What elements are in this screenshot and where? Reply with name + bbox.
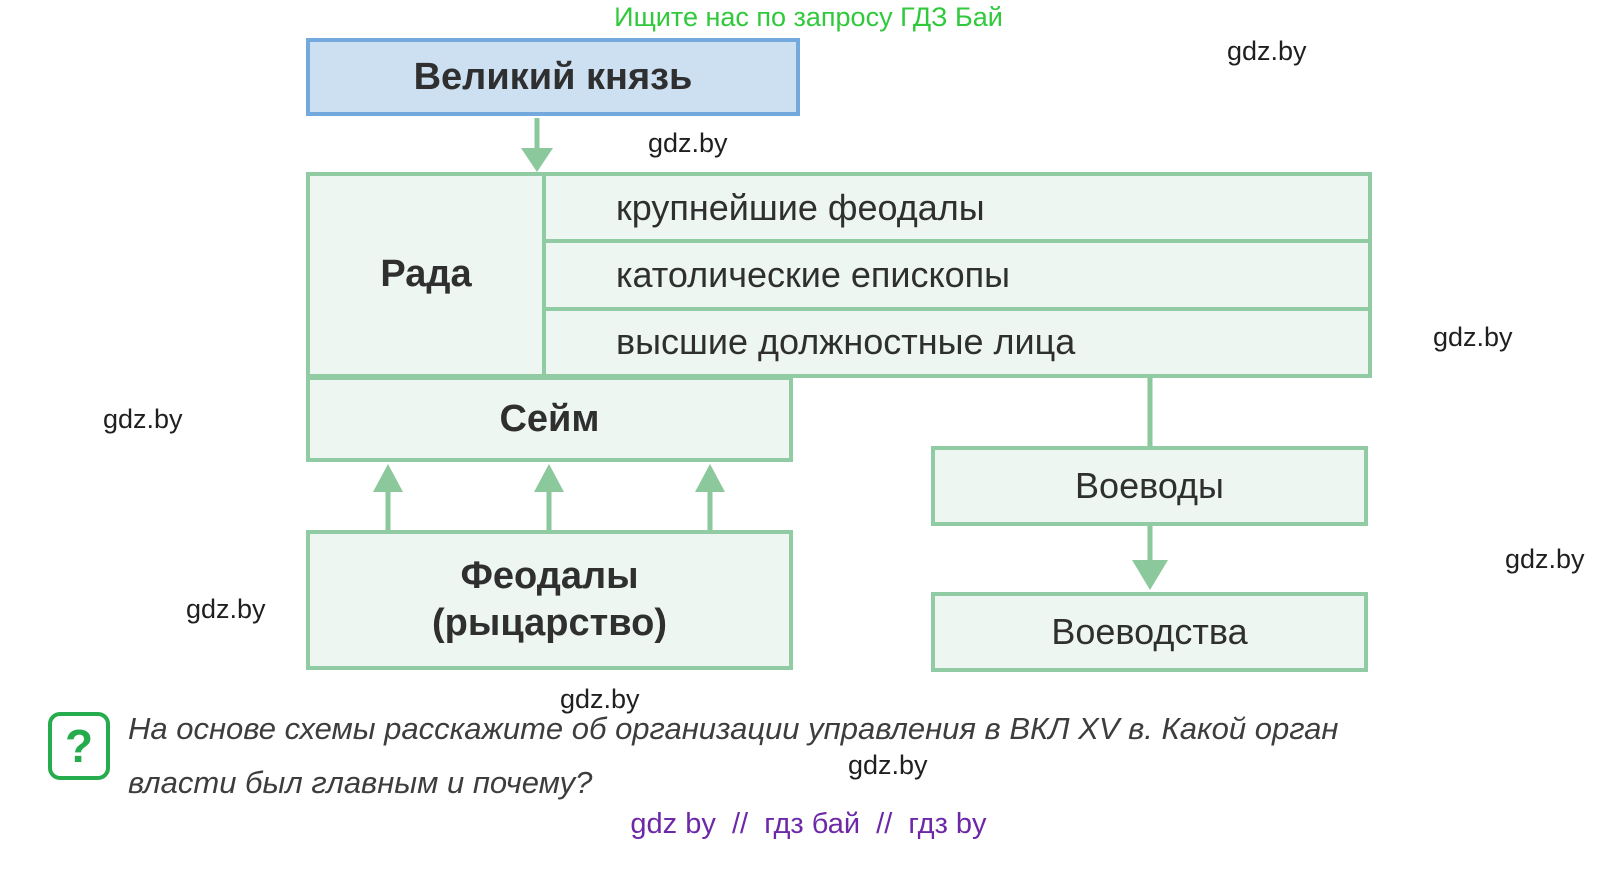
arrow-feudals-to-sejm-icon — [373, 464, 725, 530]
voivodes-box: Воеводы — [931, 446, 1368, 526]
question-text-line2: власти был главным и почему? — [128, 765, 593, 800]
voivodes-label: Воеводы — [1075, 465, 1224, 506]
voivodeships-box: Воеводства — [931, 592, 1368, 672]
watermark-right-of-table: gdz.by — [1433, 322, 1513, 352]
rada-member-row: католические епископы — [546, 243, 1368, 307]
voivodeships-label: Воеводства — [1051, 611, 1248, 652]
rada-member-row: крупнейшие феодалы — [546, 176, 1368, 240]
watermark-in-question: gdz.by — [848, 750, 928, 780]
rada-member-label: крупнейшие феодалы — [616, 186, 985, 228]
grand-duke-box: Великий князь — [306, 38, 800, 116]
watermark-below-feudals: gdz.by — [560, 684, 640, 714]
rada-member-label: высшие должностные лица — [616, 321, 1076, 363]
question-mark-glyph: ? — [64, 720, 94, 772]
feudals-label-line2: (рыцарство) — [432, 602, 667, 644]
rada-member-row: высшие должностные лица — [546, 310, 1368, 374]
question-mark-icon: ? — [48, 712, 110, 780]
arrow-grand-duke-to-rada-icon — [521, 118, 553, 172]
rada-table: Рада крупнейшие феодалы католические епи… — [306, 172, 1372, 378]
footer-watermark: gdz by // гдз бай // гдз by — [630, 808, 987, 840]
seo-banner-text: Ищите нас по запросу ГДЗ Бай — [614, 2, 1003, 32]
rada-label: Рада — [380, 253, 472, 296]
grand-duke-label: Великий князь — [413, 55, 693, 98]
sejm-label: Сейм — [499, 397, 600, 440]
rada-member-label: католические епископы — [616, 253, 1011, 295]
feudals-label: Феодалы (рыцарство) — [432, 553, 667, 648]
watermark-under-arrow: gdz.by — [648, 128, 728, 158]
watermark-left-of-feudals: gdz.by — [186, 594, 266, 624]
arrow-voivodes-to-voivodeships-icon — [1132, 526, 1168, 590]
question-text: На основе схемы расскажите об организаци… — [128, 702, 1568, 810]
feudals-box: Феодалы (рыцарство) — [306, 530, 793, 670]
question-text-line1: На основе схемы расскажите об организаци… — [128, 711, 1339, 746]
watermark-top-right: gdz.by — [1227, 36, 1307, 66]
feudals-label-line1: Феодалы — [460, 554, 639, 597]
watermark-right-middle: gdz.by — [1505, 544, 1585, 574]
rada-cell: Рада — [310, 176, 542, 374]
watermark-left-of-sejm: gdz.by — [103, 404, 183, 434]
sejm-box: Сейм — [306, 376, 793, 462]
